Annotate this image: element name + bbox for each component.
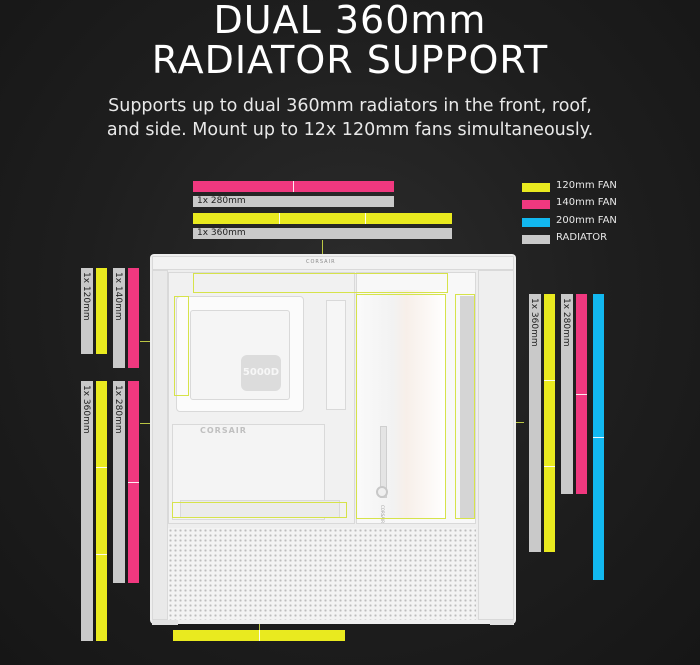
psu-mesh-panel (168, 528, 476, 620)
cable-cutout-panel (326, 300, 346, 410)
front-fan-stack (460, 296, 474, 518)
case-front-panel (478, 270, 514, 620)
fan-divider (593, 437, 604, 438)
right-280mm-radiator-bar: 1x 280mm (561, 294, 573, 494)
case-top-brand: CORSAIR (306, 259, 336, 265)
top-360mm-radiator-bar: 1x 360mm (193, 228, 452, 239)
case-panel-brand: CORSAIR (200, 426, 247, 435)
fan-divider (365, 213, 366, 224)
case-foot-right (490, 620, 514, 625)
left-140mm-fan-bar (128, 268, 139, 368)
top-120mm-fan-bar (193, 213, 452, 224)
title-line-2: RADIATOR SUPPORT (151, 38, 549, 82)
legend-swatch-yellow (522, 183, 550, 192)
guide-line (322, 240, 323, 260)
left-140mm-radiator-bar: 1x 140mm (113, 268, 125, 368)
legend-label: RADIATOR (556, 232, 608, 243)
knob-icon (376, 486, 388, 498)
fan-divider (96, 554, 107, 555)
top-280mm-radiator-bar: 1x 280mm (193, 196, 394, 207)
side-radiator-panel (358, 290, 446, 518)
left-120mm-radiator-bar: 1x 120mm (81, 268, 93, 354)
left-120mm-fan-bar-x3 (96, 381, 107, 641)
title-line-1: DUAL 360mm (213, 0, 487, 42)
right-120mm-fan-bar-x3 (544, 294, 555, 552)
left-280mm-radiator-bar: 1x 280mm (113, 381, 125, 583)
fan-divider (576, 394, 587, 395)
case-side-brand: CORSAIR (380, 505, 385, 524)
legend-label: 140mm FAN (556, 197, 617, 208)
legend-swatch-grey (522, 235, 550, 244)
legend-label: 200mm FAN (556, 215, 617, 226)
top-radiator-outline (193, 273, 448, 293)
legend-label: 120mm FAN (556, 180, 617, 191)
guide-line (259, 618, 260, 630)
side-radiator-outline (356, 294, 446, 519)
subtitle-line-1: Supports up to dual 360mm radiators in t… (108, 96, 592, 116)
fan-divider (259, 630, 260, 641)
bottom-fan-outline (172, 502, 347, 518)
right-360mm-radiator-bar: 1x 360mm (529, 294, 541, 552)
fan-divider (279, 213, 280, 224)
left-360mm-radiator-bar: 1x 360mm (81, 381, 93, 641)
fan-divider (544, 380, 555, 381)
case-foot-left (152, 620, 178, 625)
fan-divider (544, 466, 555, 467)
case-top-strip (152, 256, 514, 270)
legend-swatch-blue (522, 218, 550, 227)
case-logo-badge: 5000D (241, 355, 281, 391)
subtitle-line-2: and side. Mount up to 12x 120mm fans sim… (106, 120, 594, 140)
front-radiator-outline (455, 294, 475, 519)
fan-divider (128, 482, 139, 483)
left-120mm-fan-bar (96, 268, 107, 354)
case-rear-frame (152, 270, 168, 620)
fan-divider (293, 181, 294, 192)
legend-swatch-pink (522, 200, 550, 209)
fan-divider (96, 467, 107, 468)
rear-fan-outline (174, 296, 189, 396)
